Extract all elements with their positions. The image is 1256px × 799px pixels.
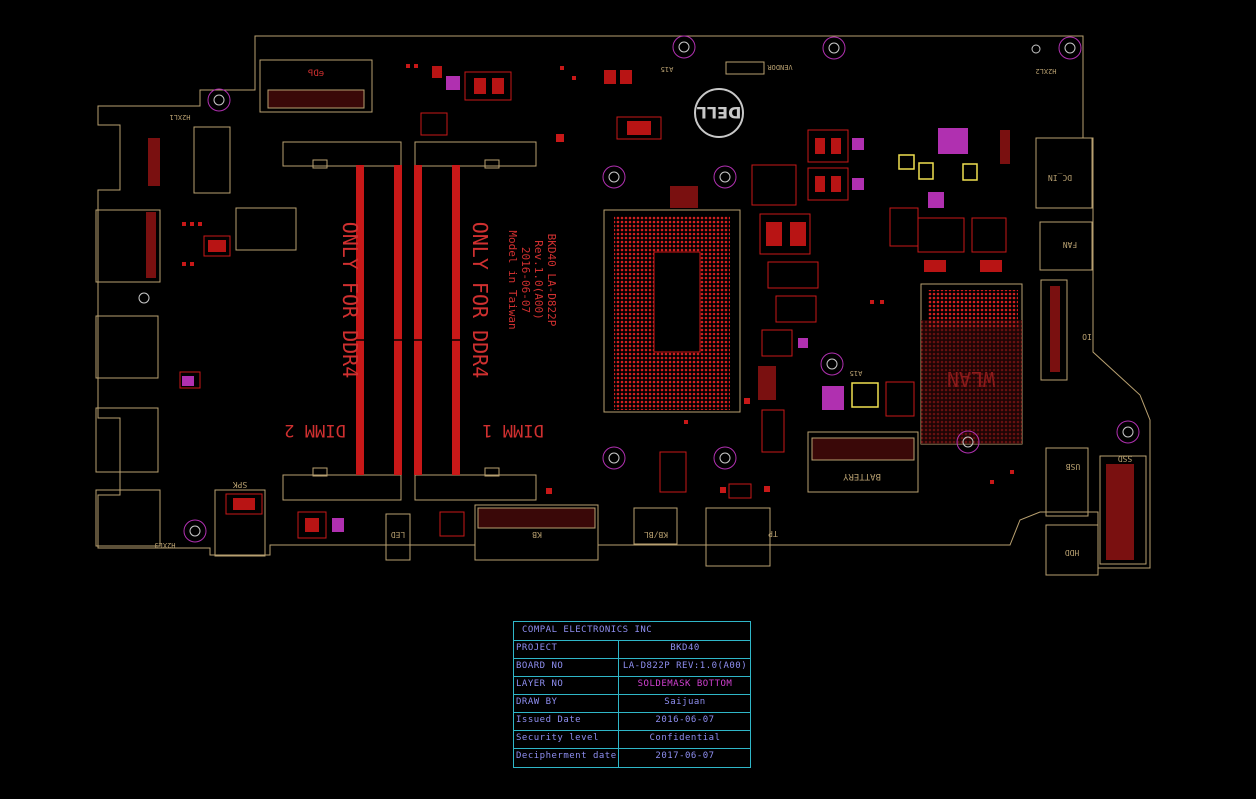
title-block-row: Decipherment date 2017-06-07 [514, 748, 750, 767]
row-value: LA-D822P REV:1.0(A00) [622, 661, 748, 671]
mounting-holes [138, 35, 1140, 543]
highlighted-parts [851, 154, 978, 408]
label-model2: Rev.1.0(A00) [532, 240, 545, 319]
small-pads [182, 64, 1014, 494]
label-spk: SPK [233, 480, 248, 489]
label-wlan: WLAN [947, 367, 995, 391]
row-key: Security level [516, 733, 599, 743]
row-value: 2016-06-07 [655, 715, 715, 725]
row-value: 2017-06-07 [655, 751, 715, 761]
label-dcin: DC_IN [1048, 173, 1072, 182]
label-io: IO [1082, 332, 1092, 341]
label-model4: Model in Taiwan [506, 230, 519, 329]
connectors [95, 59, 1147, 576]
via-clusters [182, 76, 968, 532]
label-h2xl2: H2XL2 [1035, 67, 1056, 75]
label-edp: eDP [307, 69, 324, 79]
label-kb: KB [532, 530, 542, 539]
label-dimm1: DIMM 1 [482, 420, 543, 440]
label-vendor: VENDOR [767, 63, 793, 71]
dimm-pad-columns [356, 165, 460, 475]
row-value: Confidential [649, 733, 721, 743]
row-value: SOLDEMASK BOTTOM [637, 679, 733, 689]
title-block-header: COMPAL ELECTRONICS INC [514, 622, 750, 640]
label-kbbl: KB/BL [644, 530, 668, 539]
title-block-row: LAYER NO SOLDEMASK BOTTOM [514, 676, 750, 694]
title-block: COMPAL ELECTRONICS INC PROJECT BKD40 BOAR… [513, 621, 751, 768]
dell-logo: DELL [694, 88, 744, 138]
row-key: BOARD NO [516, 661, 564, 671]
row-value: Saijuan [664, 697, 706, 707]
svg-text:DELL: DELL [697, 103, 742, 122]
label-fan: FAN [1063, 240, 1078, 249]
row-key: Decipherment date [516, 751, 617, 761]
label-usb: USB [1066, 462, 1081, 471]
row-value: BKD40 [670, 643, 700, 653]
title-block-row: Issued Date 2016-06-07 [514, 712, 750, 730]
label-dimm2: DIMM 2 [284, 420, 345, 440]
title-block-row: DRAW BY Saijuan [514, 694, 750, 712]
label-only-ddr4-b: ONLY FOR DDR4 [468, 222, 492, 379]
pad-field [146, 130, 1134, 560]
company-name: COMPAL ELECTRONICS INC [522, 625, 653, 635]
silkscreen-text: eDP DIMM 2 DIMM 1 ONLY FOR DDR4 ONLY FOR… [154, 63, 1132, 557]
label-model3: 2016-06-07 [519, 247, 532, 313]
title-block-row: BOARD NO LA-D822P REV:1.0(A00) [514, 658, 750, 676]
components [179, 71, 1007, 539]
row-key: LAYER NO [516, 679, 564, 689]
label-hdd: HDD [1065, 548, 1080, 557]
label-led: LED [391, 530, 406, 539]
board-outline [97, 35, 1151, 569]
wlan-module [920, 283, 1023, 445]
component-fills [208, 66, 1002, 532]
dimm1-slot [414, 141, 537, 501]
cpu-bga [603, 209, 741, 413]
row-key: PROJECT [516, 643, 558, 653]
label-ssd: SSD [1118, 454, 1133, 463]
title-block-row: PROJECT BKD40 [514, 640, 750, 658]
title-block-row: Security level Confidential [514, 730, 750, 748]
label-a15a: A15 [661, 65, 674, 73]
row-key: DRAW BY [516, 697, 558, 707]
label-battery: BATTERY [842, 471, 881, 481]
label-model1: BKD40 LA-D822P [545, 234, 558, 327]
label-h2xl1: H2XL1 [169, 113, 190, 121]
label-only-ddr4-a: ONLY FOR DDR4 [338, 222, 362, 379]
label-tp: TP [768, 529, 778, 538]
label-h2xl3: H2XL3 [154, 541, 175, 549]
label-a15b: A15 [850, 369, 863, 377]
row-key: Issued Date [516, 715, 582, 725]
dimm2-slot [282, 141, 402, 501]
